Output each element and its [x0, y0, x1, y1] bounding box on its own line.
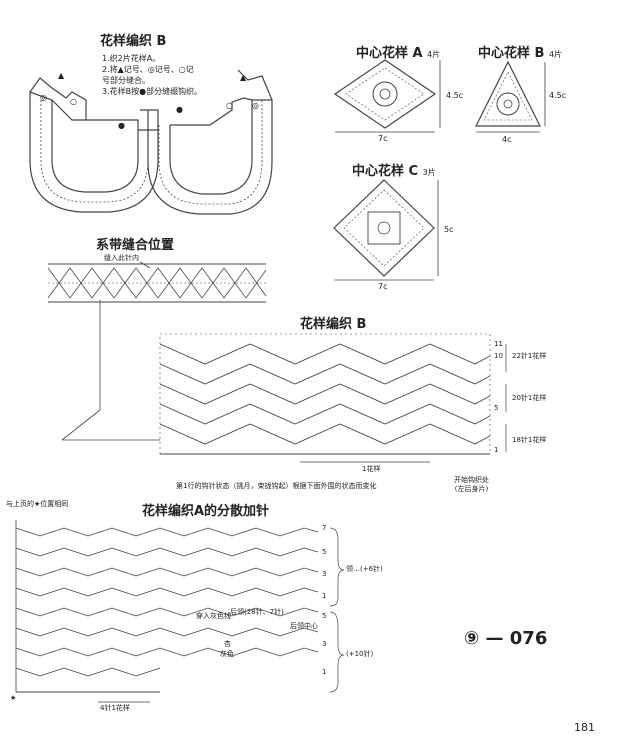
pattern-b-row-5: 5 — [494, 404, 499, 412]
pattern-b-side-label-20: 20针1花样 — [512, 394, 547, 402]
pattern-a-repeat-label: 4针1花样 — [100, 704, 130, 712]
svg-text:◎: ◎ — [40, 93, 47, 102]
motif-c-title: 中心花样 C 3片 — [352, 160, 436, 179]
assembly-notes: 1.织2片花样A。 2.将▲记号、◎记号、○记 号部分缝合。 3.花样B按●部分… — [102, 53, 202, 97]
pattern-a-label-color-1: 杏 — [224, 640, 231, 648]
motif-b-name: 中心花样 B — [478, 46, 545, 61]
pattern-a-label-grey-thread: 穿入灰色线 — [196, 612, 231, 620]
motif-b-title: 中心花样 B 4片 — [478, 42, 562, 61]
pattern-a-row-1b: 1 — [322, 668, 327, 676]
motif-b-width: 4c — [502, 135, 512, 144]
note-4: 3.花样B按●部分缝缀钩织。 — [102, 87, 203, 96]
motif-a-name: 中心花样 A — [356, 46, 423, 61]
svg-text:●: ● — [118, 121, 125, 130]
start-label-line-2: (左后身片) — [454, 485, 489, 493]
tie-band-arrow-label: 缝入此针内 — [104, 254, 139, 262]
section-title-pattern-b-top: 花样编织 B — [100, 34, 167, 49]
pattern-a-bracket-bottom: (+10针) — [346, 650, 374, 658]
motif-c-width: 7c — [378, 282, 388, 291]
start-label-line-1: 开始钩织处 — [454, 476, 489, 484]
pattern-b-side-label-18: 18针1花样 — [512, 436, 547, 444]
motif-a-width: 7c — [378, 134, 388, 143]
motif-c-height: 5c — [444, 225, 454, 234]
pattern-a-row-1a: 1 — [322, 592, 327, 600]
motif-b-qty: 4片 — [548, 50, 563, 59]
motif-b-height: 4.5c — [549, 91, 567, 100]
motif-c-name: 中心花样 C — [352, 164, 419, 179]
page-number: 181 — [574, 721, 595, 734]
note-1: 1.织2片花样A。 — [102, 54, 161, 63]
pattern-b-title: 花样编织 B — [300, 317, 367, 332]
tie-band-title: 系带缝合位置 — [96, 238, 175, 253]
svg-text:▲: ▲ — [58, 71, 65, 80]
pattern-b-caption: 第1行的钩针状态（挑月，束拢钩起）根据下面外围的状态而变化 — [176, 482, 377, 490]
pattern-b-row-10: 10 — [494, 352, 503, 360]
pattern-a-label-back: 后领(28针、7针) — [230, 608, 284, 616]
motif-c-qty: 3片 — [422, 168, 436, 177]
pattern-b-row-11: 11 — [494, 340, 503, 348]
pattern-b-start-label: 开始钩织处 (左后身片) — [454, 476, 489, 494]
svg-text:◎: ◎ — [252, 101, 259, 110]
note-3: 号部分缝合。 — [102, 76, 150, 85]
note-2: 2.将▲记号、◎记号、○记 — [102, 65, 194, 74]
motif-a-qty: 4片 — [427, 50, 441, 59]
page-code: ⑨ — 076 — [464, 628, 548, 649]
svg-text:●: ● — [176, 105, 183, 114]
pattern-a-row-5b: 5 — [322, 612, 327, 620]
pattern-a-row-7: 7 — [322, 524, 327, 532]
pattern-b-side-label-22: 22针1花样 — [512, 352, 547, 360]
svg-text:○: ○ — [70, 97, 77, 106]
pattern-a-label-back-center: 后领中心 — [290, 622, 318, 630]
pattern-a-bracket-top: 领…(+6针) — [346, 565, 383, 573]
pattern-a-row-3b: 3 — [322, 640, 327, 648]
pattern-a-row-3a: 3 — [322, 570, 327, 578]
pattern-a-row-5a: 5 — [322, 548, 327, 556]
pattern-a-label-color-2: 灰色 — [220, 650, 234, 658]
pattern-a-corner-note: 与上页的★位置相同 — [6, 500, 69, 508]
motif-a-title: 中心花样 A 4片 — [356, 42, 440, 61]
motif-a-height: 4.5c — [446, 91, 464, 100]
pattern-a-star-marker: ★ — [10, 694, 17, 702]
svg-text:○: ○ — [226, 101, 233, 110]
pattern-b-repeat-label: 1花样 — [362, 465, 381, 473]
svg-text:▲: ▲ — [240, 73, 247, 82]
pattern-a-title: 花样编织A的分散加针 — [142, 504, 270, 519]
pattern-b-row-1: 1 — [494, 446, 499, 454]
